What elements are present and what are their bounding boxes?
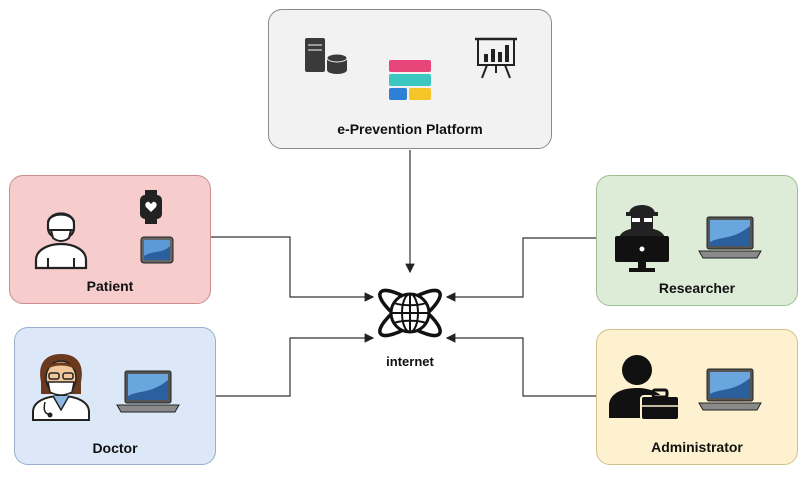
doctor-to-internet-arrow <box>216 333 375 397</box>
smartwatch-icon <box>140 190 162 224</box>
patient-node: Patient <box>9 175 211 304</box>
administrator-briefcase-icon <box>609 355 680 421</box>
server-database-icon <box>305 38 348 74</box>
patient-to-internet-arrow <box>211 236 375 302</box>
dashboard-tiles-icon <box>389 60 431 100</box>
administrator-node: Administrator <box>596 329 798 465</box>
laptop-icon <box>698 216 762 259</box>
doctor-label: Doctor <box>92 440 138 456</box>
globe-internet-icon <box>378 288 442 338</box>
presentation-chart-icon <box>475 37 517 79</box>
doctor-node: Doctor <box>14 327 216 465</box>
platform-node: e-Prevention Platform <box>268 9 552 149</box>
tablet-icon <box>140 236 174 264</box>
internet-label: internet <box>386 354 434 369</box>
doctor-icon <box>32 354 90 421</box>
researcher-label: Researcher <box>658 280 736 296</box>
researcher-node: Researcher <box>596 175 798 306</box>
administrator-to-internet-arrow <box>445 333 596 397</box>
administrator-label: Administrator <box>651 439 743 455</box>
platform-label: e-Prevention Platform <box>337 121 483 137</box>
researcher-to-internet-arrow <box>445 237 596 302</box>
researcher-computer-icon <box>615 205 669 272</box>
laptop-icon <box>698 368 762 411</box>
laptop-icon <box>116 370 180 413</box>
patient-label: Patient <box>86 278 134 294</box>
patient-person-icon <box>34 212 88 270</box>
